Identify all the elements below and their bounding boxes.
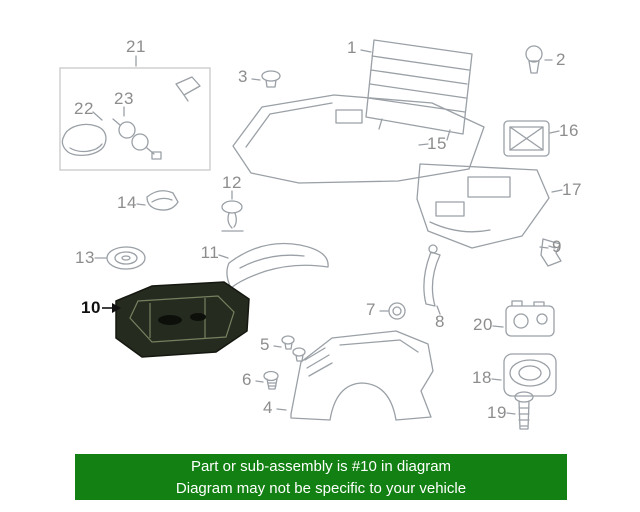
part-10-slot-right	[190, 313, 206, 321]
callout-6[interactable]: 6	[242, 370, 252, 389]
callout-18[interactable]: 18	[472, 368, 492, 387]
part-12-drawing	[221, 200, 244, 232]
part-10-outline	[115, 281, 250, 358]
banner-line-2: Diagram may not be specific to your vehi…	[175, 479, 467, 497]
callout-5[interactable]: 5	[260, 335, 270, 354]
part-23-drawing	[112, 118, 162, 160]
part-19-drawing	[514, 391, 534, 430]
part-22-drawing	[61, 123, 107, 157]
part-13-drawing	[106, 246, 146, 270]
part-16-drawing	[503, 120, 550, 157]
part-2-drawing	[525, 45, 543, 74]
callout-23[interactable]: 23	[114, 89, 134, 108]
callout-21[interactable]: 21	[126, 37, 146, 56]
part-21-group-box	[59, 67, 211, 171]
callout-10-arrow	[102, 303, 121, 313]
part-9-drawing	[540, 238, 562, 267]
part-8-drawing	[423, 244, 441, 307]
callout-10-highlighted[interactable]: 10	[81, 298, 101, 317]
callout-12[interactable]: 12	[222, 173, 242, 192]
part-cap-drawing	[175, 76, 201, 102]
part-14-drawing	[146, 190, 179, 211]
part-17-drawing	[416, 163, 550, 249]
part-3-drawing	[261, 70, 281, 88]
callout-14[interactable]: 14	[117, 193, 137, 212]
callout-15[interactable]: 15	[427, 134, 447, 153]
part-15-drawing	[232, 94, 485, 184]
part-10-slot-left	[158, 315, 182, 325]
callout-11[interactable]: 11	[200, 243, 220, 262]
callout-16[interactable]: 16	[559, 121, 579, 140]
part-20-drawing	[505, 300, 555, 337]
callout-1[interactable]: 1	[347, 38, 357, 57]
callout-19[interactable]: 19	[487, 403, 507, 422]
part-7-drawing	[388, 302, 406, 320]
callout-8[interactable]: 8	[435, 312, 445, 331]
callout-9[interactable]: 9	[552, 237, 562, 256]
part-18-drawing	[503, 353, 557, 397]
part-11-drawing	[226, 242, 329, 289]
parts-diagram	[59, 39, 563, 430]
callout-3[interactable]: 3	[238, 67, 248, 86]
callout-4[interactable]: 4	[263, 398, 273, 417]
callout-17[interactable]: 17	[562, 180, 582, 199]
part-5-drawing	[281, 335, 306, 362]
callout-22[interactable]: 22	[74, 99, 94, 118]
part-1-drawing	[365, 39, 473, 141]
callout-20[interactable]: 20	[473, 315, 493, 334]
callout-13[interactable]: 13	[75, 248, 95, 267]
callout-7[interactable]: 7	[366, 300, 376, 319]
banner-line-1: Part or sub-assembly is #10 in diagram	[190, 457, 452, 475]
part-4-drawing	[290, 330, 434, 421]
part-10-drawing-highlighted[interactable]	[115, 281, 250, 358]
callout-2[interactable]: 2	[556, 50, 566, 69]
highlight-banner: Part or sub-assembly is #10 in diagram D…	[75, 454, 567, 500]
part-6-drawing	[263, 370, 279, 390]
leader-lines	[92, 49, 563, 415]
